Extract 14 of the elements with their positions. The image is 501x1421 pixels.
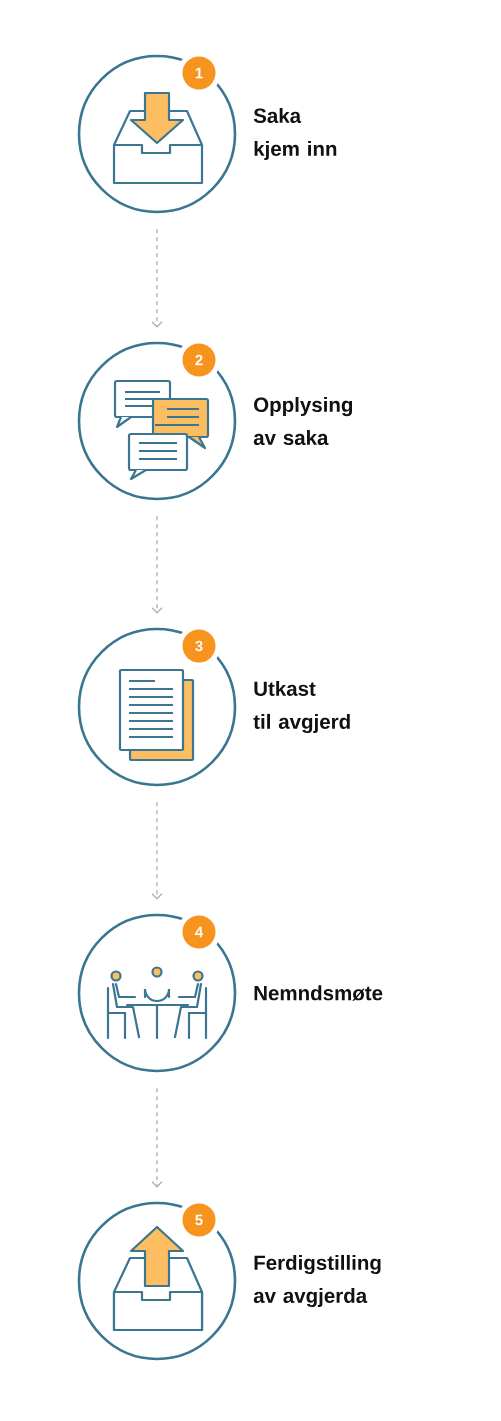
step-label: Nemndsmøte [254, 985, 383, 1001]
arrow [151, 515, 163, 614]
step-label: Ferdigstilling av avgjerda [253, 1254, 381, 1308]
number-badge: 4 [177, 910, 221, 954]
step-label: Opplysing av saka [253, 397, 353, 446]
arrow [151, 1087, 163, 1188]
number-badge: 3 [177, 624, 221, 668]
step-label: Utkast til avgjerd [253, 680, 350, 734]
arrow [151, 801, 163, 900]
arrow [151, 228, 163, 328]
step-label: Saka kjem inn [253, 107, 337, 161]
number-badge: 2 [177, 338, 221, 382]
number-badge: 5 [177, 1198, 221, 1242]
number-badge: 1 [177, 51, 221, 95]
